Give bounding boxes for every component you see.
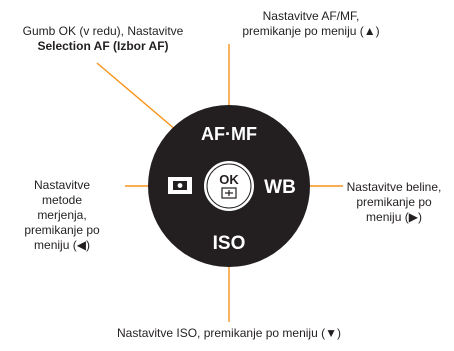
- callout-right-line1: Nastavitve beline,: [346, 180, 442, 194]
- callout-center-line2: Selection AF (Izbor AF): [37, 39, 169, 53]
- callout-left: Nastavitve metode merjenja, premikanje p…: [4, 178, 120, 253]
- callout-top-line1: Nastavitve AF/MF,: [262, 9, 360, 23]
- callout-right-line3: meniju (▶): [366, 210, 422, 224]
- selection-af-icon: [221, 187, 237, 199]
- callout-left-line5: meniju (◀): [34, 238, 90, 252]
- callout-left-line4: premikanje po: [24, 223, 100, 237]
- dial-label-iso[interactable]: ISO: [213, 233, 246, 254]
- callout-center: Gumb OK (v redu), Nastavitve Selection A…: [0, 24, 206, 54]
- callout-left-line2: metode: [41, 193, 83, 207]
- ok-button-inner-ring: [206, 163, 252, 209]
- ok-button[interactable]: [202, 159, 256, 213]
- dial-label-wb[interactable]: WB: [264, 177, 296, 198]
- callout-top: Nastavitve AF/MF, premikanje po meniju (…: [206, 9, 416, 39]
- metering-icon[interactable]: [166, 177, 194, 194]
- callout-right: Nastavitve beline, premikanje po meniju …: [336, 180, 452, 225]
- callout-bottom-line1: Nastavitve ISO, premikanje po meniju (▼): [117, 326, 341, 340]
- callout-left-line1: Nastavitve: [33, 178, 91, 192]
- dial-label-af-mf[interactable]: AF·MF: [201, 124, 257, 144]
- callout-left-line3: merjenja,: [37, 208, 87, 222]
- ok-label: OK: [219, 172, 239, 187]
- callout-right-line2: premikanje po: [356, 195, 432, 209]
- callout-bottom: Nastavitve ISO, premikanje po meniju (▼): [90, 326, 368, 341]
- callout-center-line1: Gumb OK (v redu), Nastavitve: [22, 24, 184, 38]
- callout-top-line2: premikanje po meniju (▲): [242, 24, 380, 38]
